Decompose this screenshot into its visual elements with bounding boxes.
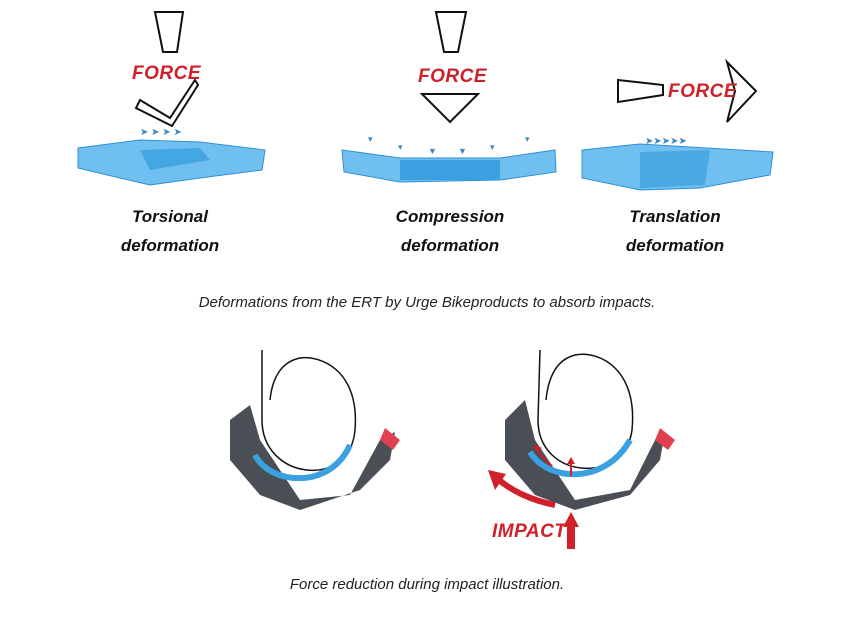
force-label-translation: FORCE xyxy=(668,81,737,102)
caption-top: Deformations from the ERT by Urge Bikepr… xyxy=(198,294,656,311)
compression-illustration: ▾ ▾ ▼ ▼ ▾ ▾ xyxy=(341,11,557,183)
svg-text:▾: ▾ xyxy=(398,142,403,152)
torsional-illustration: ➤ ➤ ➤ ➤ xyxy=(77,11,266,186)
translation-title: Translation deformation xyxy=(595,202,755,260)
heel-cup-impact xyxy=(488,349,675,549)
title-line: Torsional xyxy=(132,207,208,226)
torsional-title: Torsional deformation xyxy=(90,202,250,260)
force-arrow-icon xyxy=(134,78,200,128)
title-line: Compression xyxy=(395,207,505,226)
force-arrow-icon xyxy=(153,11,185,53)
title-line: deformation xyxy=(625,236,725,255)
svg-text:▼: ▼ xyxy=(458,146,467,156)
force-arrow-icon xyxy=(725,58,758,123)
svg-text:▾: ▾ xyxy=(525,134,530,144)
title-line: deformation xyxy=(400,236,500,255)
title-line: deformation xyxy=(120,236,220,255)
svg-text:▾: ▾ xyxy=(490,142,495,152)
force-arrow-icon xyxy=(434,11,468,53)
tire-outline xyxy=(261,350,357,472)
svg-text:➤ ➤ ➤ ➤: ➤ ➤ ➤ ➤ xyxy=(140,127,182,138)
translation-illustration: ➤➤➤➤➤ xyxy=(581,58,774,191)
force-label-torsional: FORCE xyxy=(132,63,201,84)
impact-label: IMPACT xyxy=(492,521,567,542)
force-arrow-icon xyxy=(419,93,481,124)
tire-outline xyxy=(537,349,634,470)
svg-text:▼: ▼ xyxy=(428,146,437,156)
impact-arrow-icon xyxy=(567,525,575,549)
svg-text:▾: ▾ xyxy=(368,134,373,144)
caption-bottom: Force reduction during impact illustrati… xyxy=(289,576,565,593)
force-arrow-icon xyxy=(617,78,664,104)
force-label-compression: FORCE xyxy=(418,66,487,87)
compression-title: Compression deformation xyxy=(370,202,530,260)
title-line: Translation xyxy=(629,207,721,226)
svg-text:➤➤➤➤➤: ➤➤➤➤➤ xyxy=(645,136,687,147)
heel-cup-normal xyxy=(230,350,400,510)
